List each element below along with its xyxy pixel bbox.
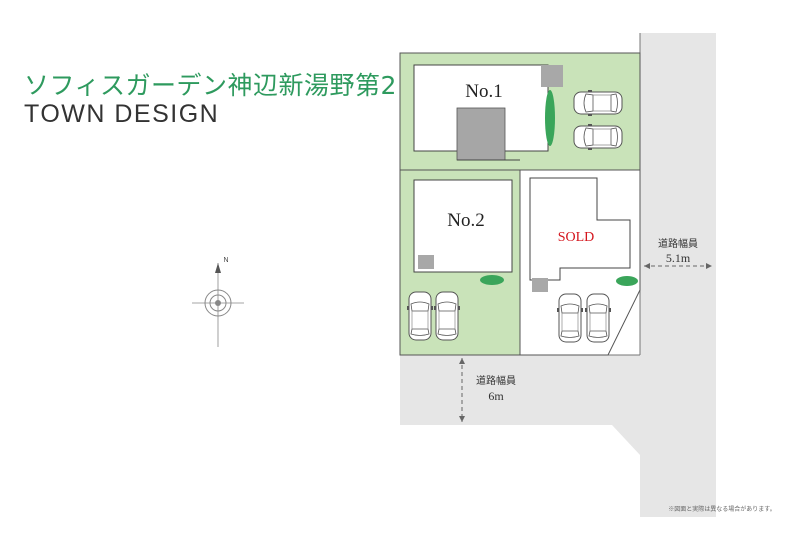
south-road-width: 6m (488, 389, 504, 403)
car-icon (584, 293, 612, 343)
tree-icon (480, 275, 504, 285)
car-icon (406, 291, 434, 341)
car-icon (573, 123, 623, 151)
disclaimer-note: ※図面と実際は異なる場合があります。 (668, 505, 775, 513)
sold-label: SOLD (558, 230, 595, 245)
tree-icon (616, 276, 638, 286)
lot-no1-label: No.1 (465, 81, 502, 102)
car-icon (556, 293, 584, 343)
car-icon (433, 291, 461, 341)
east-road-width: 5.1m (666, 251, 691, 265)
tree-icon (545, 90, 555, 146)
south-road-label: 道路幅員 (476, 374, 516, 387)
east-road (400, 33, 716, 517)
lot-no2-label: No.2 (447, 210, 484, 231)
compass-north-label: N (223, 257, 228, 264)
car-icon (573, 89, 623, 117)
page-title: ソフィスガーデン神辺新湯野第2 (24, 71, 397, 100)
east-road-label: 道路幅員 (658, 237, 698, 250)
page-subtitle: TOWN DESIGN (24, 100, 220, 128)
compass-icon (192, 263, 244, 347)
